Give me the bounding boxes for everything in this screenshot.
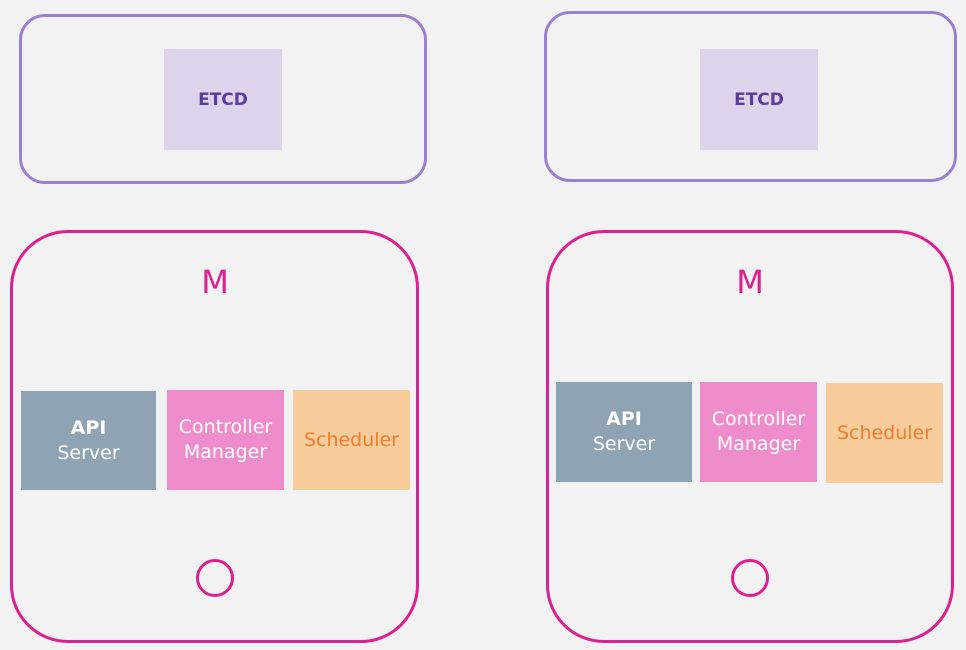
master-label-1: M [201, 263, 229, 301]
etcd-label-1: ETCD [198, 89, 248, 110]
api-server-title-1: API [70, 416, 107, 439]
etcd-label-2: ETCD [734, 89, 784, 110]
controller-manager-line1-1: Controller [178, 416, 273, 438]
etcd-box-1: ETCD [164, 49, 282, 150]
api-server-title-2: API [606, 408, 642, 430]
master-label-2: M [736, 263, 764, 301]
controller-manager-2: Controller Manager [700, 382, 817, 482]
node-circle-icon-1 [196, 559, 234, 597]
api-server-subtitle-1: Server [57, 441, 120, 464]
etcd-node-2 [544, 11, 957, 182]
controller-manager-line1-2: Controller [711, 408, 806, 430]
master-node-1 [10, 230, 419, 643]
master-node-2 [546, 230, 954, 643]
api-server-2: API Server [556, 382, 692, 482]
etcd-box-2: ETCD [700, 49, 818, 150]
api-server-1: API Server [21, 391, 156, 490]
controller-manager-1: Controller Manager [167, 390, 284, 490]
scheduler-label-1: Scheduler [303, 428, 400, 451]
api-server-subtitle-2: Server [592, 433, 656, 455]
etcd-node-1 [19, 14, 427, 184]
scheduler-2: Scheduler [826, 383, 943, 483]
scheduler-1: Scheduler [293, 390, 410, 490]
controller-manager-line2-2: Manager [716, 433, 801, 455]
node-circle-icon-2 [731, 559, 769, 597]
controller-manager-line2-1: Manager [183, 441, 268, 463]
scheduler-label-2: Scheduler [836, 421, 933, 444]
